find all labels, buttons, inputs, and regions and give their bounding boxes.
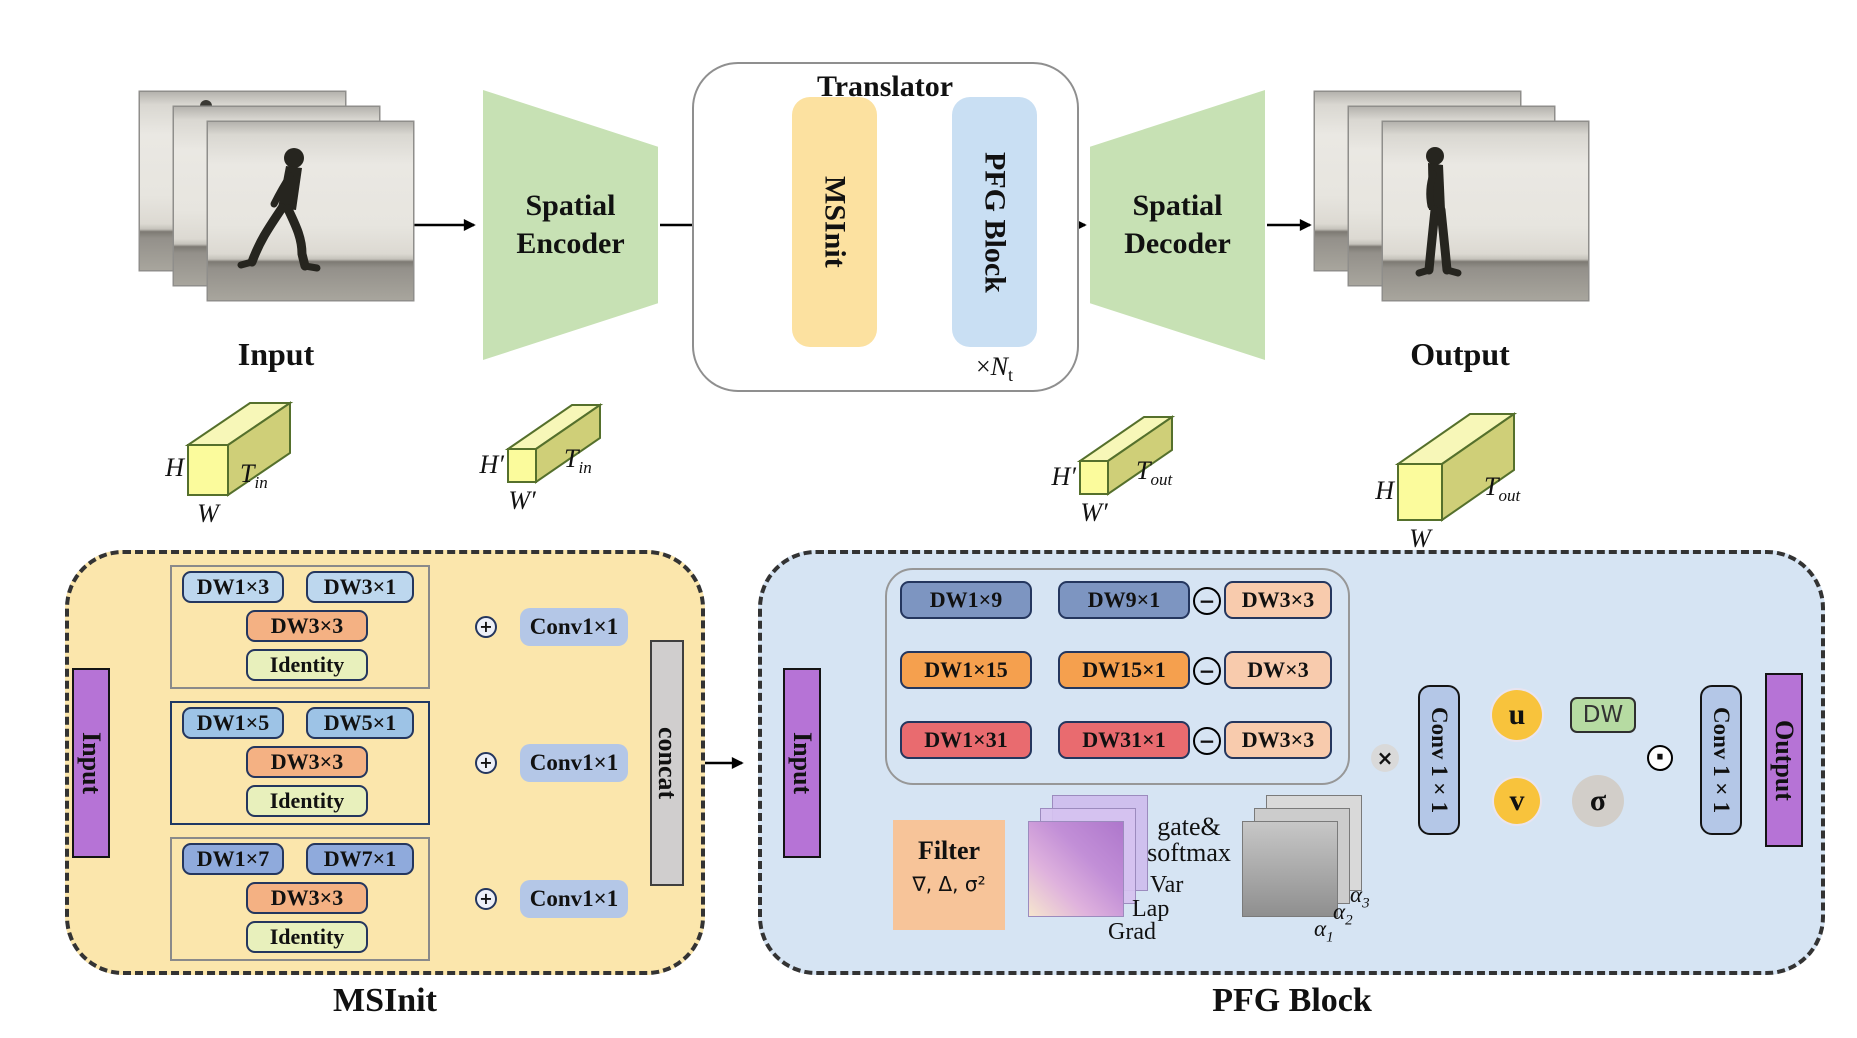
add-op-icon: +	[475, 616, 497, 638]
dw-conv-box: DW1×3	[182, 571, 284, 603]
dw-conv-box: DW3×3	[246, 610, 368, 642]
repeat-count: ×Nt	[975, 352, 1014, 386]
tensor-cuboid	[1076, 415, 1176, 496]
pfg-panel-title: PFG Block	[1212, 982, 1372, 1019]
dw-conv-box: DW31×1	[1058, 721, 1190, 759]
dw-conv-box: DW15×1	[1058, 651, 1190, 689]
msinit-scale-group-2: DW1×5 DW5×1 DW3×3 Identity	[170, 701, 430, 825]
output-frame-stack	[1315, 92, 1588, 300]
subtract-op-icon: −	[1193, 587, 1221, 615]
dw-conv-box: DW3×1	[306, 571, 414, 603]
subtract-op-icon: −	[1193, 727, 1221, 755]
conv1x1-box: Conv1×1	[520, 880, 628, 918]
pfg-output-bar: Output	[1765, 673, 1803, 847]
concat-bar: concat	[650, 640, 684, 886]
map-label-lap: Lap	[1132, 896, 1170, 922]
hadamard-op-icon: ·	[1647, 743, 1673, 773]
tensor-w-label: W	[1409, 524, 1431, 553]
map-label-grad: Grad	[1108, 919, 1156, 945]
tensor-w-label: W	[197, 499, 219, 528]
dw-conv-box: DW7×1	[306, 843, 414, 875]
input-video-frame-front	[208, 122, 413, 300]
multiply-op-icon: ×	[1371, 744, 1399, 772]
filtered-map-front	[1028, 821, 1124, 917]
sigma-circle: σ	[1572, 775, 1624, 827]
tensor-input: H W Tin	[150, 395, 370, 545]
gate-softmax-label2: softmax	[1147, 838, 1231, 867]
msinit-module-label: MSInit	[818, 176, 852, 268]
tensor-cuboid	[1394, 412, 1518, 522]
conv1x1-box: Conv1×1	[520, 744, 628, 782]
dw-conv-box: DW1×7	[182, 843, 284, 875]
tensor-h-label: H	[165, 453, 184, 482]
tensor-h-label: H	[1375, 476, 1394, 505]
tensor-encoded-in: H′ W′ Tin	[470, 398, 670, 528]
pfg-dw-group: DW1×9 DW9×1 DW3×3 DW1×15 DW15×1 DW×3 DW1…	[885, 568, 1350, 785]
dw-conv-box: DW3×3	[246, 746, 368, 778]
attention-map-front	[1242, 821, 1338, 917]
alpha1-label: α1	[1314, 916, 1334, 946]
subtract-op-icon: −	[1193, 657, 1221, 685]
add-op-icon: +	[475, 752, 497, 774]
dw-conv-box: DW5×1	[306, 707, 414, 739]
tensor-t-label: Tin	[240, 459, 268, 493]
tensor-h-label: H′	[1051, 462, 1076, 491]
output-video-frame-front	[1383, 122, 1588, 300]
msinit-module: MSInit	[792, 97, 877, 347]
filter-operators: ∇, Δ, σ²	[912, 872, 986, 896]
tensor-output: H W Tout	[1358, 400, 1578, 553]
pfg-module-label: PFG Block	[978, 151, 1012, 293]
standing-person-silhouette	[1415, 147, 1462, 277]
conv1x1-box: Conv1×1	[520, 608, 628, 646]
walking-person-silhouette	[237, 148, 321, 272]
pfg-input-bar: Input	[783, 668, 821, 858]
pfg-conv1x1-first: Conv 1×1	[1418, 685, 1460, 835]
identity-box: Identity	[246, 785, 368, 817]
dw-conv-box: DW×3	[1224, 651, 1332, 689]
filter-title: Filter	[917, 836, 981, 865]
tensor-cuboid	[184, 401, 294, 497]
u-gate-circle: u	[1492, 690, 1542, 740]
identity-box: Identity	[246, 649, 368, 681]
gate-softmax-label: gate&	[1157, 812, 1221, 841]
tensor-t-label: Tin	[564, 444, 592, 478]
pfg-module: PFG Block	[952, 97, 1037, 347]
tensor-h-label: H′	[479, 450, 504, 479]
tensor-w-label: W′	[1080, 498, 1108, 527]
dw-conv-box: DW1×31	[900, 721, 1032, 759]
alpha3-label: α3	[1350, 882, 1370, 912]
dw-conv-box: DW1×5	[182, 707, 284, 739]
dw-box: DW	[1570, 697, 1636, 733]
dw-conv-box: DW3×3	[1224, 721, 1332, 759]
msinit-input-bar: Input	[72, 668, 110, 858]
dw-conv-box: DW9×1	[1058, 581, 1190, 619]
v-gate-circle: v	[1494, 778, 1540, 824]
output-caption: Output	[1410, 336, 1510, 372]
tensor-t-label: Tout	[1136, 456, 1173, 490]
tensor-w-label: W′	[508, 486, 536, 515]
dw-conv-box: DW1×15	[900, 651, 1032, 689]
dw-conv-box: DW3×3	[246, 882, 368, 914]
tensor-cuboid	[504, 403, 604, 484]
msinit-scale-group-1: DW1×3 DW3×1 DW3×3 Identity	[170, 565, 430, 689]
identity-box: Identity	[246, 921, 368, 953]
tensor-t-label: Tout	[1484, 472, 1521, 506]
input-frame-stack	[140, 92, 413, 300]
msinit-scale-group-3: DW1×7 DW7×1 DW3×3 Identity	[170, 837, 430, 961]
dw-conv-box: DW3×3	[1224, 581, 1332, 619]
map-label-var: Var	[1150, 872, 1184, 898]
pfg-conv1x1-second: Conv 1×1	[1700, 685, 1742, 835]
translator-container: Translator MSInit PFG Block ×Nt	[692, 62, 1079, 392]
input-caption: Input	[237, 336, 315, 372]
add-op-icon: +	[475, 888, 497, 910]
dw-conv-box: DW1×9	[900, 581, 1032, 619]
tensor-encoded-out: H′ W′ Tout	[1042, 410, 1242, 540]
msinit-panel-title: MSInit	[333, 982, 437, 1019]
alpha2-label: α2	[1333, 899, 1353, 929]
filter-block: Filter ∇, Δ, σ²	[893, 820, 1005, 930]
